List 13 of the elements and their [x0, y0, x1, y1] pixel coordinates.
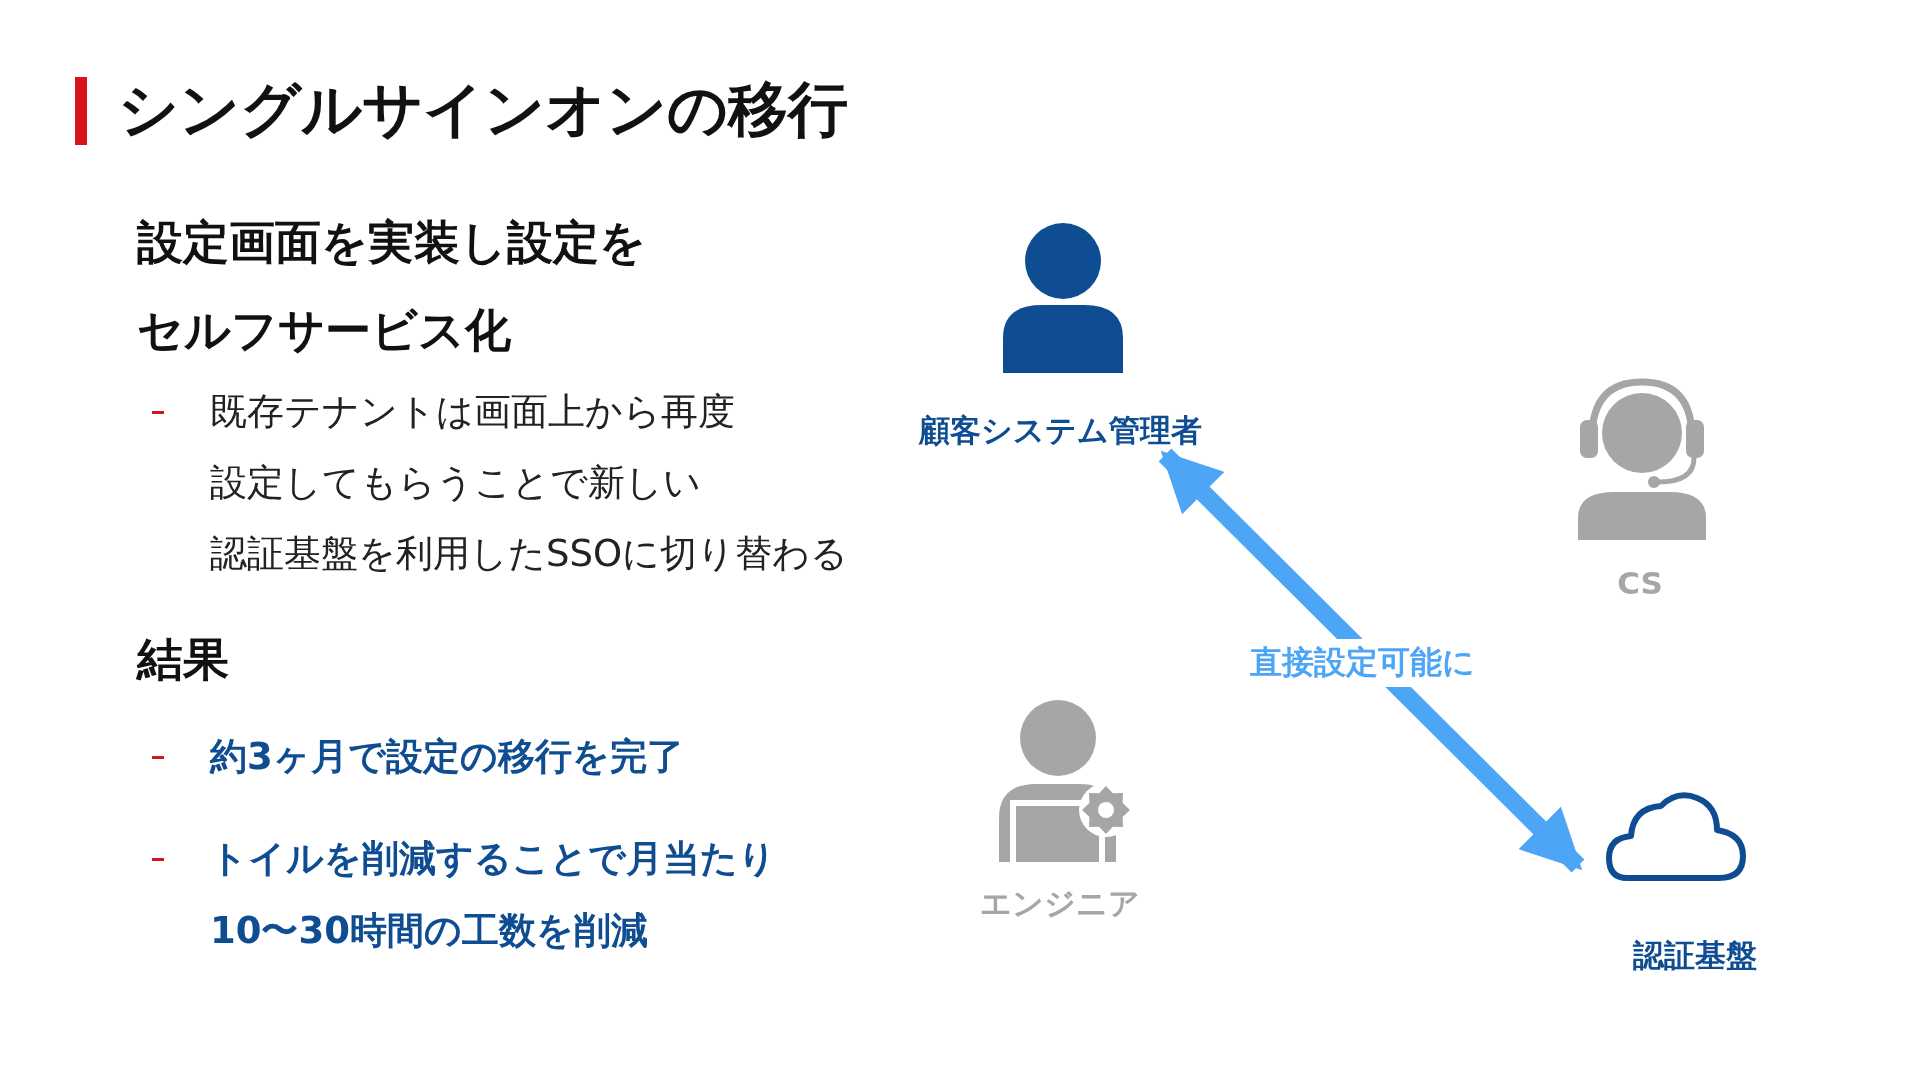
- double-arrow: [1158, 448, 1585, 873]
- role-label: エンジニア: [979, 884, 1141, 923]
- result-text: トイルを削減することで月当たり10〜30時間の工数を削減: [210, 836, 777, 954]
- bullet-text: 既存テナントは画面上から再度: [210, 389, 735, 435]
- section-heading: 設定画面を実装し設定をセルフサービス化: [137, 214, 647, 359]
- bullet-text: 設定してもらうことで新しい: [210, 460, 701, 506]
- section-heading: 結果: [137, 631, 229, 688]
- platform-label: 認証基盤: [1631, 936, 1758, 975]
- bullet-text: 認証基盤を利用したSSOに切り替わる: [210, 531, 849, 577]
- slide-title: シングルサインオンの移行: [118, 73, 848, 146]
- result-text: 約3ヶ月で設定の移行を完了: [210, 734, 684, 780]
- role-label: 顧客システム管理者: [917, 411, 1203, 450]
- role-label: CS: [1616, 565, 1664, 601]
